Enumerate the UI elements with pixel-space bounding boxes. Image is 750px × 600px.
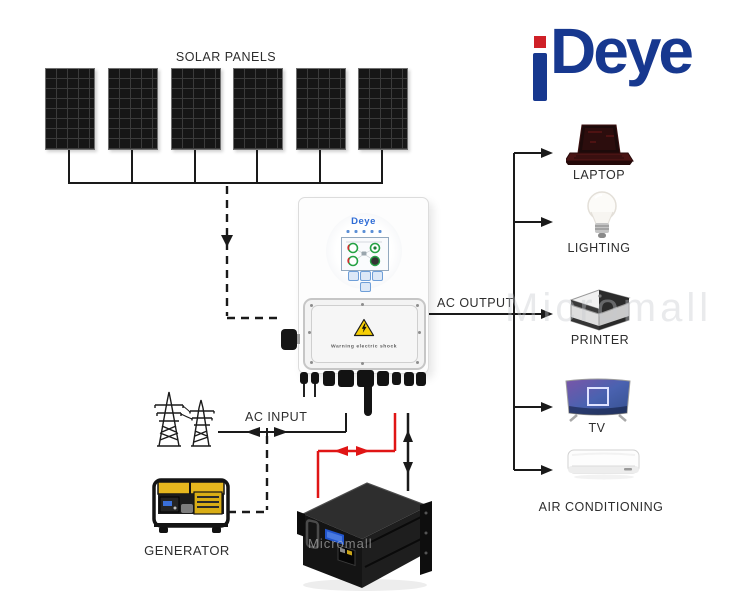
logo-red-square [534,36,546,48]
pv-string-bus [68,150,383,184]
antenna-cable [303,384,305,397]
air-conditioner-icon [566,448,642,482]
ac-input-arrow-right [274,427,288,437]
antenna-connector [296,334,300,344]
battery-red-arrow-left [334,446,348,456]
cable-gland [416,372,426,386]
inverter-lcd-screen [341,237,389,271]
cable-gland [300,372,308,384]
generator-label: GENERATOR [144,543,230,558]
inverter-status-icons [346,230,381,233]
antenna-cable [314,384,316,397]
inverter-button [348,271,359,281]
ac-input-label: AC INPUT [245,410,308,424]
pv-arrow-down [221,235,233,247]
ac-output-label: AC OUTPUT [437,296,514,310]
logo-blue-bar [533,53,547,101]
pv-dc-wire [225,186,282,320]
solar-panels-title: SOLAR PANELS [175,50,277,64]
tv-icon [563,376,633,426]
solar-panel [171,68,221,150]
power-grid-towers-icon [145,388,225,450]
laptop-label: LAPTOP [572,168,626,182]
ac-input-arrow-left [246,427,260,437]
battery-icon [295,475,455,593]
cable-gland [338,370,354,387]
hybrid-inverter: Deye [298,197,429,374]
inverter-button [372,271,383,281]
cable-gland [357,370,374,387]
generator-wire [228,436,269,514]
warning-text: Warning electric shock [330,343,397,349]
battery-black-arrow-up [403,430,413,442]
ac-output-bus [427,152,542,471]
solar-panel [296,68,346,150]
inverter-button [360,271,371,281]
laptop-icon [566,122,636,170]
cable-gland [311,372,319,384]
lcd-flow-graphic [346,241,382,267]
lighting-label: LIGHTING [567,241,631,255]
light-bulb-icon [583,190,621,242]
deye-logo: Deye [528,15,738,118]
printer-icon [563,284,635,336]
cable-gland [392,372,401,385]
battery-black-arrow-down [403,462,413,474]
inverter-button [360,282,371,292]
solar-panel [108,68,158,150]
generator-icon [150,474,232,536]
warning-triangle-icon [353,318,375,337]
cable-gland [323,371,335,386]
wifi-antenna [281,329,297,350]
battery-red-arrow-right [356,446,370,456]
air-conditioning-label: AIR CONDITIONING [538,500,664,514]
logo-wordmark: Deye [550,15,694,87]
solar-panel [45,68,95,150]
solar-panel [233,68,283,150]
load-arrows [541,148,553,475]
tv-label: TV [588,421,606,435]
inverter-brand-text: Deye [351,216,376,227]
cable-gland [404,372,414,386]
solar-panel [358,68,408,150]
cable-gland [377,371,389,386]
printer-label: PRINTER [570,333,630,347]
